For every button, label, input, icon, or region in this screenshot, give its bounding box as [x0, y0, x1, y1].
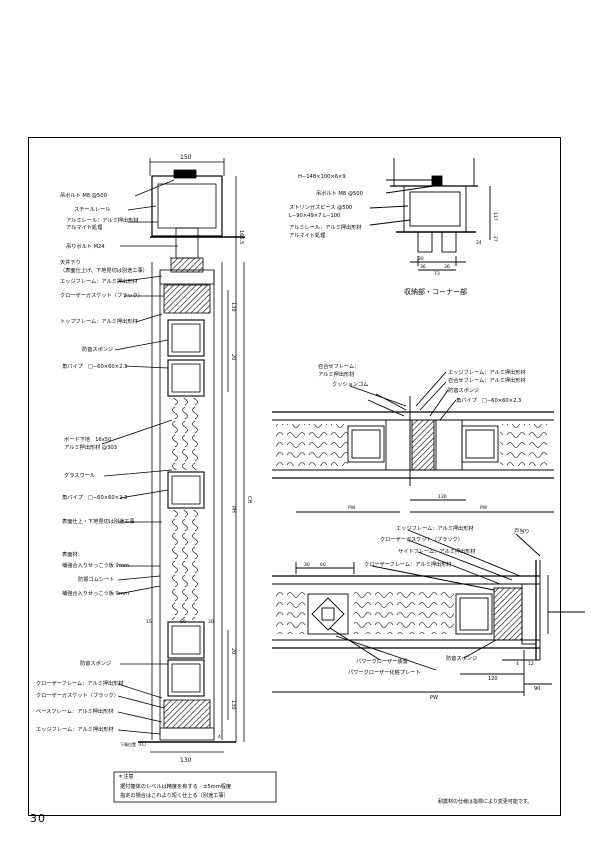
dim-60: 60: [180, 619, 186, 625]
plan-bottom-labels: エッジフレーム：アルミ押出形材 クローザーガスケット（ブラック） サイドフレーム…: [304, 524, 540, 701]
label-surface-finish: 表面仕上・下地見切は別途工事: [62, 517, 135, 525]
corner-dim-36: 36: [420, 264, 426, 270]
mid-label-joint-frame-r: 召合せフレーム：アルミ押出形材: [448, 376, 526, 384]
bottom-dim-30: 30: [304, 562, 310, 568]
corner-dim-24: 24: [476, 240, 482, 246]
corner-label-alumi-rail-2: アルマイト処理: [289, 231, 326, 239]
bottom-dim-4: 4: [516, 661, 519, 667]
dim-4: 4: [218, 734, 221, 740]
mid-label-edge-frame: エッジフレーム：アルミ押出形材: [448, 368, 526, 376]
plan-middle: [272, 371, 554, 513]
label-closer-gasket-top: クローザーガスケット（ブラック）: [60, 291, 143, 299]
label-facing-3: 補強合入りせっこう板 9mm: [62, 589, 129, 597]
label-ceiling-finish-1: 天井下り: [60, 258, 81, 266]
label-facing-1: 補強合入りせっこう板 9mm: [62, 561, 129, 569]
label-glass-wool: グラスウール: [64, 471, 95, 479]
mid-label-pipe: 角パイプ □−60×60×2.3: [456, 396, 521, 404]
bottom-label-closer-frame: クローザーフレーム：アルミ押出形材: [364, 560, 452, 568]
corner-label-stringer-2: L−90×49×7 L−100: [289, 213, 340, 219]
dim-top-width: 150: [180, 154, 192, 161]
label-alumi-rail-2: アルマイト処理: [66, 223, 103, 231]
dim-20a: 20: [230, 354, 236, 360]
dim-130a: 130: [230, 302, 236, 312]
notes-box: ＊注意 据付躯体のレベルは精度を有する ±5mm程度 指定の場合はこれより短く仕…: [113, 771, 277, 803]
dim-bottom-width: 130: [180, 757, 192, 764]
dim-ch: CH: [246, 496, 252, 503]
label-anchor-bolt: 吊ボルト M8 @500: [60, 191, 107, 199]
dim-top-height: 166.5: [238, 230, 244, 244]
mid-dim-130: 130: [438, 494, 447, 500]
corner-label-h-steel: H−148×100×6×9: [298, 174, 346, 180]
label-steel-rail: スチールレール: [74, 206, 110, 213]
bottom-label-power-closer: パワークローザー装置: [356, 657, 408, 665]
label-top-frame: トップフレーム：アルミ押出形材: [60, 317, 138, 325]
bottom-label-closer-gasket: クローザーガスケット（ブラック）: [380, 535, 463, 543]
label-edge-frame-top: エッジフレーム：アルミ押出形材: [60, 277, 138, 285]
bottom-label-power-plate: パワークローザー化粧プレート: [348, 668, 421, 676]
label-facing-2: 防振ゴムシート: [78, 575, 114, 583]
label-hanging-bolt: 吊りボルト M24: [66, 242, 105, 250]
label-sponge-bottom: 防音スポンジ: [80, 659, 111, 667]
corner-detail: [369, 158, 491, 271]
dim-20b: 20: [230, 648, 236, 654]
bottom-dim-60: 60: [320, 562, 326, 568]
corner-label-stringer-1: ストリンガスピース @500: [289, 203, 352, 211]
corner-dim-30: 30: [418, 256, 424, 262]
bottom-dim-pw: PW: [430, 695, 438, 701]
corner-label-alumi-rail-1: アルミレール：アルミ押出形材: [289, 223, 362, 231]
label-sponge-top: 防音スポンジ: [82, 345, 113, 353]
label-floor-mark: 下端位置（FL）: [120, 741, 149, 747]
label-facing-title: 表面材：: [62, 550, 83, 558]
bottom-label-edge-frame: エッジフレーム：アルミ押出形材: [396, 524, 474, 532]
corner-caption: 収納部・コーナー部: [404, 287, 467, 296]
corner-dim-73: 73: [434, 271, 440, 277]
mid-label-joint-frame-2: アルミ押出形材: [318, 370, 354, 378]
vertical-section: [101, 158, 245, 753]
corner-label-anchor-bolt: 吊ボルト M8 @500: [316, 189, 363, 197]
vertical-section-labels: 吊ボルト M8 @500 スチールレール アルミレール：アルミ押出形材 アルマイ…: [36, 154, 252, 764]
label-edge-frame-bottom: エッジフレーム：アルミ押出形材: [36, 725, 114, 733]
label-pipe-mid: 角パイプ □−60×60×2.3: [62, 493, 127, 501]
notes-title: ＊注意: [118, 772, 134, 780]
label-closer-gasket-bottom: クローザーガスケット（ブラック）: [36, 691, 119, 699]
dim-30: 30: [208, 619, 214, 625]
corner-dim-117: 117: [492, 212, 498, 221]
bottom-dim-120: 120: [488, 676, 498, 682]
bottom-label-sponge: 防音スポンジ: [446, 654, 477, 662]
notes-line-1: 据付躯体のレベルは精度を有する ±5mm程度: [120, 782, 231, 790]
plan-bottom: [272, 529, 585, 696]
plan-middle-labels: 召合せフレーム： アルミ押出形材 クッションゴム エッジフレーム：アルミ押出形材…: [318, 362, 526, 511]
dim-ph: PH: [230, 506, 236, 513]
dim-15: 15: [146, 619, 152, 625]
mid-label-cushion: クッションゴム: [332, 380, 368, 388]
label-alumi-rail-1: アルミレール：アルミ押出形材: [66, 216, 139, 224]
corner-dim-27: 27: [492, 236, 498, 242]
label-closer-frame-bottom: クローザーフレーム：アルミ押出形材: [36, 679, 124, 687]
bottom-label-side-frame: サイドフレーム：アルミ押出形材: [398, 547, 476, 555]
notes-line-2: 指定の場合はこれより短く仕上る（別途工事）: [120, 791, 229, 799]
label-ceiling-finish-2: （表面仕上げ、下地見切は別途工事）: [60, 266, 148, 274]
bottom-dim-90: 90: [534, 686, 540, 692]
corner-detail-labels: H−148×100×6×9 吊ボルト M8 @500 ストリンガスピース @50…: [289, 174, 498, 296]
drawing-frame: [28, 137, 561, 816]
page-number: 30: [30, 812, 46, 825]
mid-dim-pw: PW: [348, 505, 356, 511]
label-board-2: アルミ押出形材 @303: [64, 443, 117, 451]
mid-label-sponge: 防音スポンジ: [448, 386, 479, 394]
label-pipe-top: 角パイプ □−60×60×2.3: [62, 362, 127, 370]
label-board-1: ボード下地 16x50: [64, 435, 111, 443]
bottom-dim-12: 12: [528, 661, 534, 667]
label-base-frame: ベースフレーム：アルミ押出形材: [36, 707, 113, 715]
footer-note: 耐震材の仕様は指標により変更可能です。: [438, 798, 532, 805]
mid-label-joint-frame-1: 召合せフレーム：: [318, 362, 359, 370]
corner-dim-36b: 36: [444, 264, 450, 270]
dim-130b: 130: [230, 700, 236, 710]
mid-dim-pw2: PW: [480, 505, 488, 511]
bottom-label-door-stop: 戸当り: [514, 527, 530, 535]
